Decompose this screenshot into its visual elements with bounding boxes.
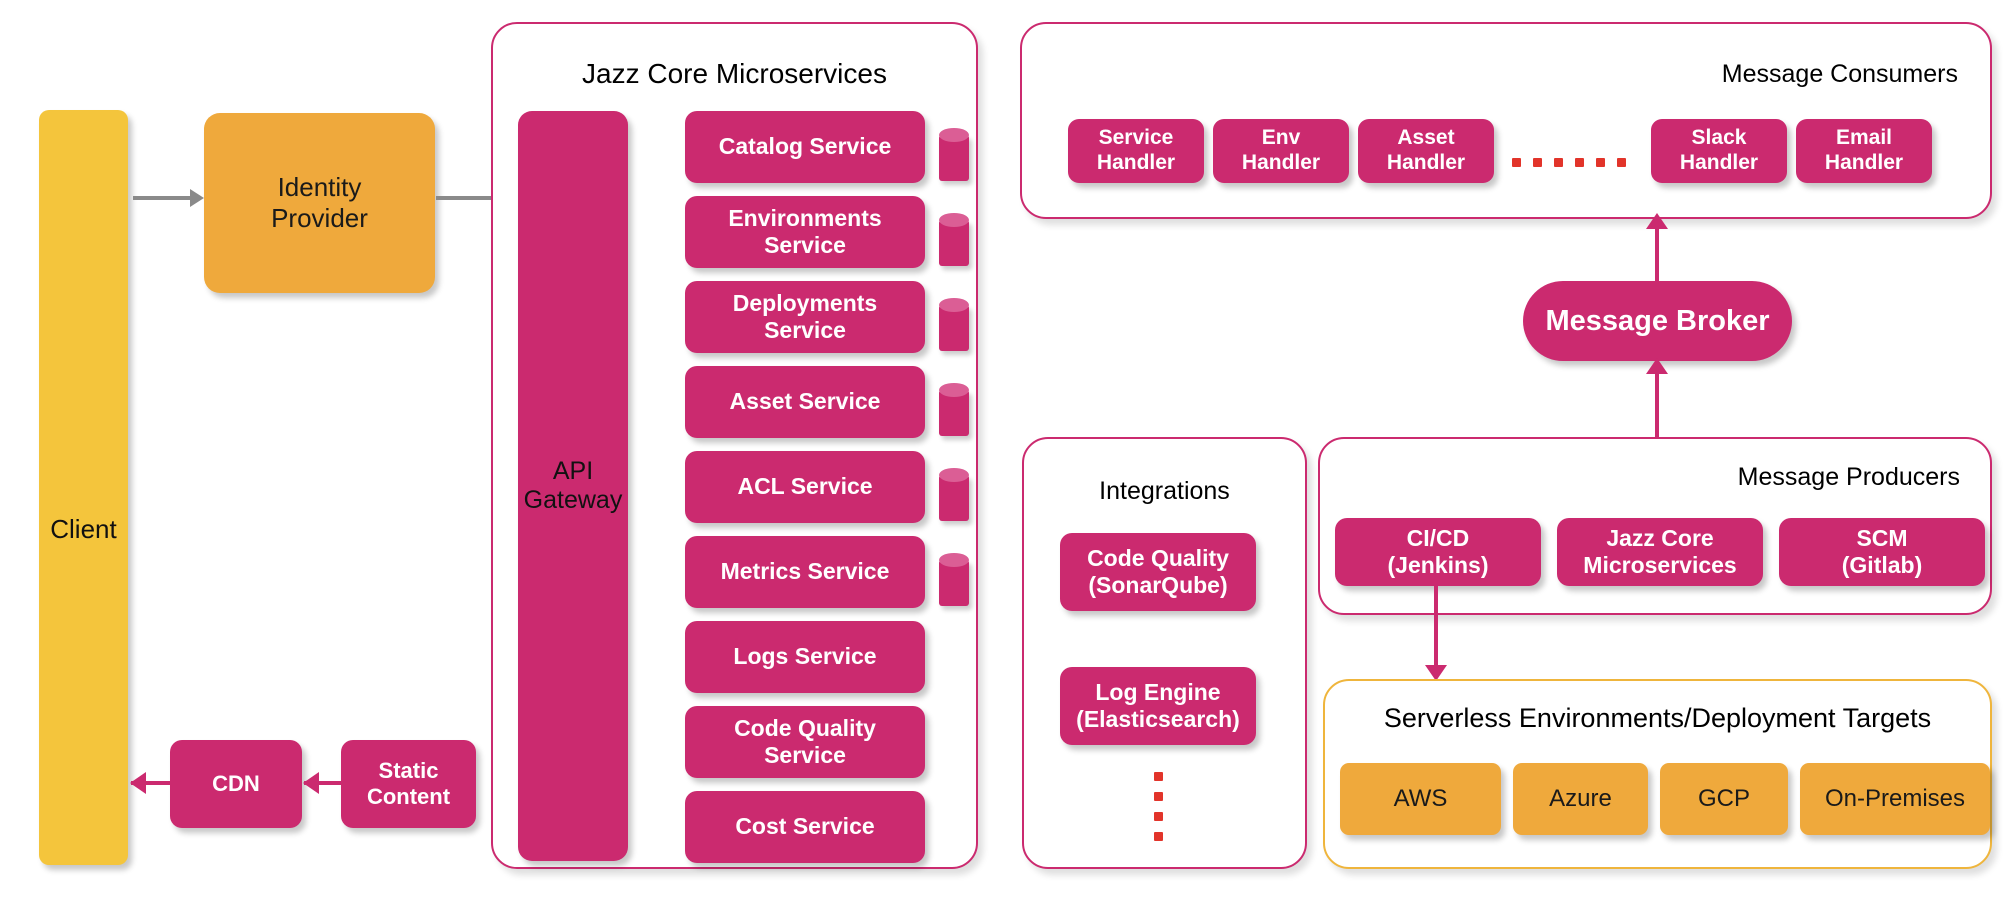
target-node-gcp[interactable]: GCP xyxy=(1660,763,1788,835)
service-label: ACL Service xyxy=(737,473,873,500)
serverless-targets-title: Serverless Environments/Deployment Targe… xyxy=(1383,703,1932,733)
static-to-cdn-arrow-icon xyxy=(303,772,319,794)
database-cylinder-icon xyxy=(939,213,969,266)
integration-label: Code Quality (SonarQube) xyxy=(1087,544,1229,598)
handler-label: Service Handler xyxy=(1096,126,1176,174)
service-label: Metrics Service xyxy=(720,558,890,585)
client-to-idp-line xyxy=(133,196,191,200)
service-label: Code Quality Service xyxy=(734,714,876,768)
database-cylinder-icon xyxy=(939,298,969,351)
handler-node-asset[interactable]: Asset Handler xyxy=(1358,119,1494,183)
client-to-idp-arrow-icon xyxy=(190,189,204,207)
client-node[interactable]: Client xyxy=(39,110,128,865)
service-node-deployments[interactable]: Deployments Service xyxy=(685,281,925,353)
service-label: Asset Service xyxy=(729,388,881,415)
database-cylinder-icon xyxy=(939,553,969,606)
target-node-azure[interactable]: Azure xyxy=(1513,763,1648,835)
static-content-node[interactable]: Static Content xyxy=(341,740,476,828)
producer-node-scm[interactable]: SCM (Gitlab) xyxy=(1779,518,1985,586)
broker-to-consumers-line xyxy=(1655,219,1659,283)
cdn-label: CDN xyxy=(212,771,260,797)
target-node-on-premises[interactable]: On-Premises xyxy=(1800,763,1990,835)
static-content-label: Static Content xyxy=(366,758,451,809)
database-cylinder-icon xyxy=(939,128,969,181)
api-gateway-label: API Gateway xyxy=(523,456,623,515)
identity-provider-label: Identity Provider xyxy=(271,172,368,233)
producer-node-jazz-core[interactable]: Jazz Core Microservices xyxy=(1557,518,1763,586)
message-consumers-title: Message Consumers xyxy=(1721,60,1958,88)
message-producers-title: Message Producers xyxy=(1737,463,1960,491)
producers-to-broker-line xyxy=(1655,362,1659,440)
jazz-core-title: Jazz Core Microservices xyxy=(582,58,887,89)
message-broker-node[interactable]: Message Broker xyxy=(1523,281,1792,361)
service-label: Catalog Service xyxy=(718,133,892,160)
handler-label: Slack Handler xyxy=(1679,126,1759,174)
target-label: On-Premises xyxy=(1824,784,1966,812)
integrations-group: Integrations xyxy=(1022,437,1307,869)
target-label: Azure xyxy=(1549,784,1612,812)
cicd-to-serverless-arrow-icon xyxy=(1425,665,1447,681)
target-label: AWS xyxy=(1393,784,1448,812)
producers-to-broker-arrow-icon xyxy=(1646,358,1668,374)
message-broker-label: Message Broker xyxy=(1545,304,1770,337)
database-cylinder-icon xyxy=(939,383,969,436)
idp-to-gateway-line xyxy=(436,196,518,200)
service-label: Logs Service xyxy=(733,643,877,670)
static-to-cdn-line xyxy=(304,781,342,785)
producer-node-cicd[interactable]: CI/CD (Jenkins) xyxy=(1335,518,1541,586)
service-label: Deployments Service xyxy=(732,289,878,343)
cicd-to-serverless-line xyxy=(1434,586,1438,671)
integration-label: Log Engine (Elasticsearch) xyxy=(1076,678,1240,732)
service-node-code-quality[interactable]: Code Quality Service xyxy=(685,706,925,778)
cdn-to-client-line xyxy=(131,781,171,785)
service-node-metrics[interactable]: Metrics Service xyxy=(685,536,925,608)
handler-node-service[interactable]: Service Handler xyxy=(1068,119,1204,183)
producer-label: CI/CD (Jenkins) xyxy=(1387,524,1489,578)
integrations-title: Integrations xyxy=(1099,477,1230,505)
handler-node-slack[interactable]: Slack Handler xyxy=(1651,119,1787,183)
service-node-environments[interactable]: Environments Service xyxy=(685,196,925,268)
ellipsis-vertical-icon xyxy=(1154,772,1163,841)
service-label: Cost Service xyxy=(735,813,875,840)
handler-label: Email Handler xyxy=(1824,126,1904,174)
service-node-cost[interactable]: Cost Service xyxy=(685,791,925,863)
target-node-aws[interactable]: AWS xyxy=(1340,763,1501,835)
client-label: Client xyxy=(50,514,117,545)
handler-label: Asset Handler xyxy=(1386,126,1466,174)
target-label: GCP xyxy=(1697,784,1750,812)
ellipsis-horizontal-icon xyxy=(1512,158,1626,167)
handler-label: Env Handler xyxy=(1241,126,1321,174)
cdn-to-client-arrow-icon xyxy=(130,772,146,794)
integration-node-log-engine[interactable]: Log Engine (Elasticsearch) xyxy=(1060,667,1256,745)
producer-label: SCM (Gitlab) xyxy=(1841,524,1923,578)
api-gateway-node[interactable]: API Gateway xyxy=(518,111,628,861)
service-node-logs[interactable]: Logs Service xyxy=(685,621,925,693)
producer-label: Jazz Core Microservices xyxy=(1583,524,1737,578)
service-node-asset[interactable]: Asset Service xyxy=(685,366,925,438)
service-node-acl[interactable]: ACL Service xyxy=(685,451,925,523)
broker-to-consumers-arrow-icon xyxy=(1646,213,1668,229)
handler-node-env[interactable]: Env Handler xyxy=(1213,119,1349,183)
service-label: Environments Service xyxy=(728,204,882,258)
integration-node-code-quality[interactable]: Code Quality (SonarQube) xyxy=(1060,533,1256,611)
database-cylinder-icon xyxy=(939,468,969,521)
cdn-node[interactable]: CDN xyxy=(170,740,302,828)
identity-provider-node[interactable]: Identity Provider xyxy=(204,113,435,293)
handler-node-email[interactable]: Email Handler xyxy=(1796,119,1932,183)
service-node-catalog[interactable]: Catalog Service xyxy=(685,111,925,183)
